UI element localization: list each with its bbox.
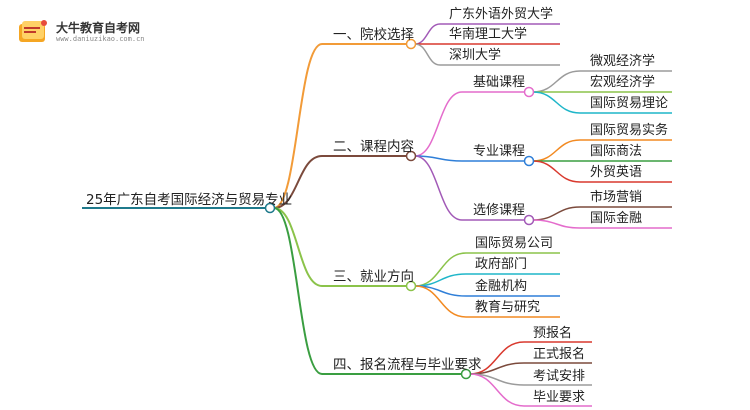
root-node[interactable]: 25年广东自考国际经济与贸易专业 [86,192,293,208]
edge-course-sub-2 [414,155,463,221]
edge-course-leaf-0-2 [532,91,581,114]
edge-career-leaf-0 [414,252,467,287]
branch-school-selection[interactable]: 一、院校选择 [333,27,414,43]
leaf-exam-arrangement[interactable]: 考试安排 [533,369,586,384]
node-major-courses[interactable]: 专业课程 [473,144,526,159]
node-elective-courses[interactable]: 选修课程 [473,203,526,218]
leaf-financial-institutions[interactable]: 金融机构 [475,279,528,294]
leaf-government[interactable]: 政府部门 [475,257,528,272]
book-logo-icon [19,20,47,42]
leaf-microeconomics[interactable]: 微观经济学 [590,54,656,69]
leaf-gdufs[interactable]: 广东外语外贸大学 [449,7,554,22]
edge-course-leaf-2-0 [532,206,581,221]
branch-course-content[interactable]: 二、课程内容 [333,139,414,155]
edge-root-to-branch-1 [273,155,323,209]
edge-course-leaf-2-1 [532,219,581,229]
branch-dot-0[interactable] [405,38,417,50]
leaf-pre-registration[interactable]: 预报名 [533,326,573,341]
leaf-foreign-trade-english[interactable]: 外贸英语 [590,165,643,180]
course-sub-dot-1[interactable] [523,155,535,167]
edge-root-to-branch-0 [273,43,323,209]
brand-title: 大牛教育自考网 [56,21,141,35]
edge-career-leaf-3 [414,285,467,318]
leaf-macroeconomics[interactable]: 宏观经济学 [590,75,656,90]
leaf-intl-finance[interactable]: 国际金融 [590,211,643,226]
branch-registration-graduation[interactable]: 四、报名流程与毕业要求 [333,357,482,373]
course-sub-dot-0[interactable] [523,86,535,98]
leaf-intl-trade-theory[interactable]: 国际贸易理论 [590,96,669,111]
leaf-formal-registration[interactable]: 正式报名 [533,347,586,362]
edge-root-to-branch-3 [273,207,323,375]
branch-career-direction[interactable]: 三、就业方向 [333,269,414,285]
leaf-education-research[interactable]: 教育与研究 [475,300,541,315]
leaf-szu[interactable]: 深圳大学 [449,48,502,63]
course-sub-dot-2[interactable] [523,214,535,226]
leaf-scut[interactable]: 华南理工大学 [449,27,528,42]
edge-school-leaf-0 [414,23,441,45]
brand-logo: 大牛教育自考网 www.daniuzikao.com.cn [14,16,164,48]
root-dot[interactable] [264,202,276,214]
brand-url: www.daniuzikao.com.cn [56,35,145,43]
edge-course-leaf-1-0 [532,139,581,162]
branch-dot-2[interactable] [405,280,417,292]
leaf-marketing[interactable]: 市场营销 [590,190,643,205]
leaf-intl-trade-company[interactable]: 国际贸易公司 [475,236,554,251]
edge-root-to-branch-2 [273,207,323,287]
node-basic-courses[interactable]: 基础课程 [473,75,526,90]
edge-registration-leaf-3 [469,373,525,407]
edge-course-sub-1 [414,155,463,162]
edge-course-leaf-0-0 [532,70,581,93]
leaf-graduation-requirements[interactable]: 毕业要求 [533,390,586,405]
edge-course-leaf-1-2 [532,160,581,183]
edge-course-sub-0 [414,91,463,157]
branch-dot-1[interactable] [405,150,417,162]
leaf-intl-trade-practice[interactable]: 国际贸易实务 [590,123,669,138]
leaf-intl-commercial-law[interactable]: 国际商法 [590,144,643,159]
edge-school-leaf-2 [414,43,441,66]
branch-dot-3[interactable] [460,368,472,380]
